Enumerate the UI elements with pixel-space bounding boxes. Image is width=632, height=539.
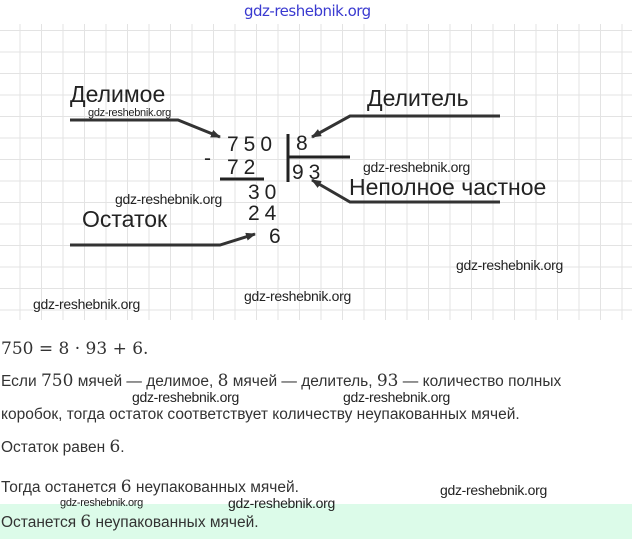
partial-dividend: 30: [248, 181, 282, 204]
subtrahend-2: 24: [248, 202, 282, 225]
math-number: 6: [109, 437, 121, 457]
paragraph-1-line-1: Если 750 мячей — делимое, 8 мячей — дели…: [1, 372, 561, 391]
answer-text: Останется 6 неупакованных мячей.: [1, 513, 259, 532]
math-number: 750: [40, 371, 74, 391]
answer-box: [0, 504, 632, 539]
arrow-divisor: [311, 114, 500, 139]
math-number: 93: [376, 371, 399, 391]
watermark: gdz-reshebnik.org: [456, 257, 563, 273]
arrow-quotient: [311, 178, 500, 204]
subtrahend-1: 72: [227, 156, 261, 179]
paragraph-2: Остаток равен 6.: [1, 438, 125, 457]
dividend: 750: [227, 133, 278, 156]
text: Если: [1, 373, 41, 390]
text: Тогда останется: [1, 479, 121, 496]
watermark: gdz-reshebnik.org: [88, 107, 171, 119]
watermark: gdz-reshebnik.org: [343, 389, 450, 405]
watermark: gdz-reshebnik.org: [115, 191, 222, 207]
watermark: gdz-reshebnik.org: [440, 482, 547, 498]
text: мячей — делитель,: [228, 373, 377, 390]
label-divisor: Делитель: [367, 85, 469, 111]
text: .: [120, 439, 125, 456]
math-number: 6: [80, 512, 92, 532]
equation: 750 = 8 · 93 + 6.: [1, 339, 149, 359]
minus-sign: -: [204, 147, 216, 170]
watermark: gdz-reshebnik.org: [244, 288, 351, 304]
grid-paper: [0, 24, 632, 320]
paragraph-3: Тогда останется 6 неупакованных мячей.: [1, 478, 299, 497]
arrow-dividend: [70, 118, 221, 139]
watermark: gdz-reshebnik.org: [132, 389, 239, 405]
arrow-remainder: [70, 232, 256, 247]
watermark: gdz-reshebnik.org: [363, 159, 470, 175]
text: мячей — делимое,: [73, 373, 218, 390]
quotient: 93: [292, 161, 326, 184]
paragraph-1-line-2: коробок, тогда остаток соответствует кол…: [1, 406, 520, 423]
text: Останется: [1, 514, 81, 531]
text: Остаток равен: [1, 439, 110, 456]
label-remainder: Остаток: [82, 206, 168, 232]
text: неупакованных мячей.: [91, 514, 259, 531]
text: — количество полных: [398, 373, 562, 390]
watermark: gdz-reshebnik.org: [33, 296, 140, 312]
math-number: 8: [217, 371, 229, 391]
division-arrows: [70, 114, 500, 247]
label-quotient: Неполное частное: [349, 174, 547, 200]
math-number: 6: [120, 477, 132, 497]
watermark-top: gdz-reshebnik.org: [244, 2, 371, 20]
watermark: gdz-reshebnik.org: [60, 497, 143, 509]
watermark: gdz-reshebnik.org: [228, 495, 335, 511]
divisor: 8: [296, 132, 313, 155]
remainder: 6: [269, 225, 286, 248]
label-dividend: Делимое: [70, 81, 166, 107]
text: неупакованных мячей.: [131, 479, 299, 496]
